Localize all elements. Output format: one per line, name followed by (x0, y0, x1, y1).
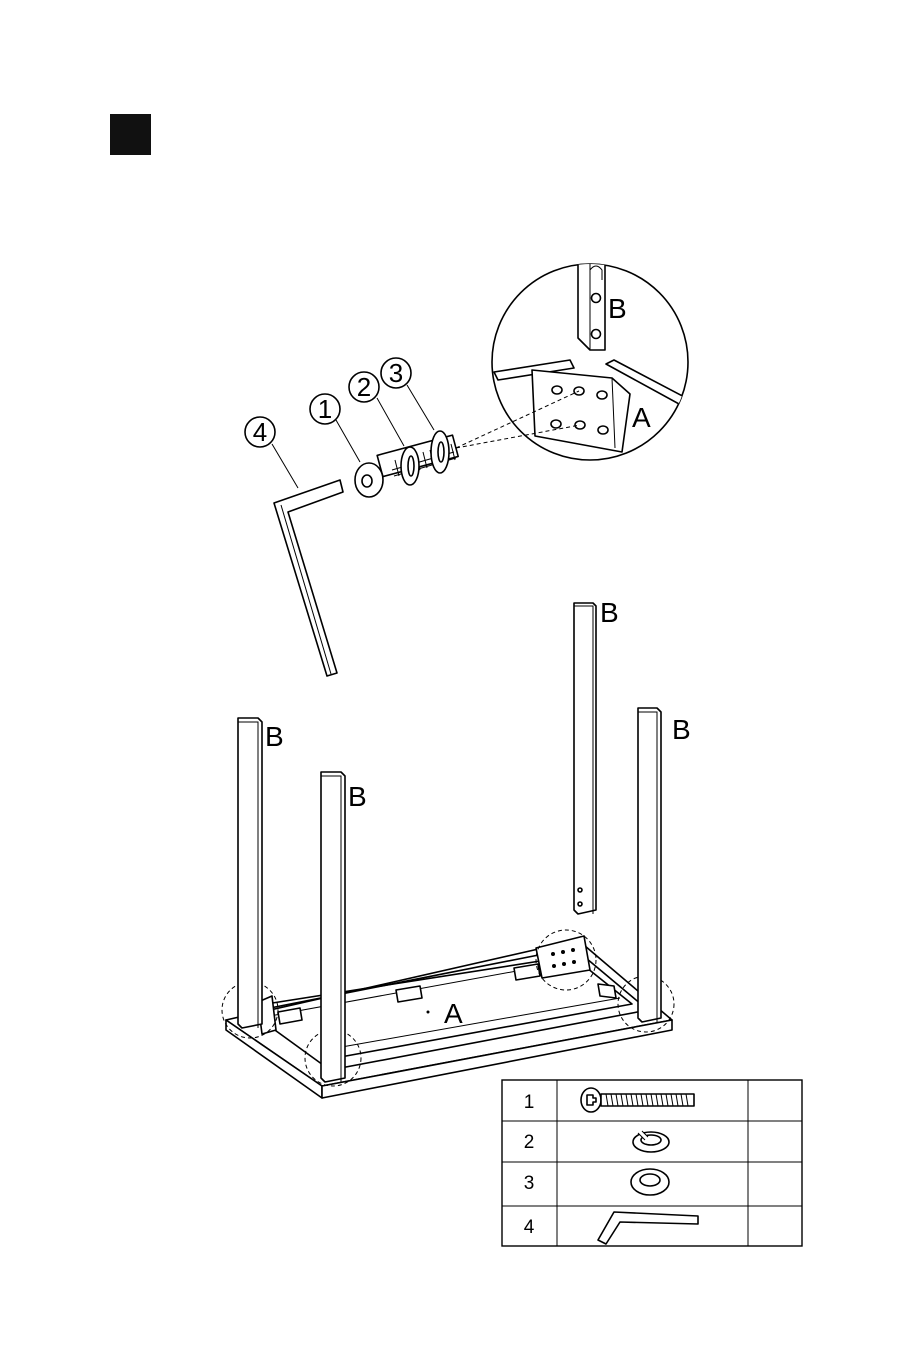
allen-key (274, 480, 343, 676)
svg-text:1: 1 (318, 394, 332, 424)
label-leg-1: B (265, 721, 284, 752)
parts-row-1-num: 1 (524, 1092, 535, 1113)
parts-row-3-num: 3 (524, 1173, 535, 1194)
label-frame: A (444, 998, 463, 1029)
leg-back-right: B (638, 708, 691, 1022)
svg-text:4: 4 (253, 417, 267, 447)
leg-back-left: B (238, 718, 284, 1028)
callout-4: 4 (245, 417, 298, 488)
svg-text:3: 3 (389, 358, 403, 388)
parts-table: 1 2 3 4 (502, 1080, 802, 1246)
label-leg-2: B (348, 781, 367, 812)
label-leg-3: B (600, 597, 619, 628)
table-frame: A (222, 930, 674, 1098)
parts-row-2-num: 2 (524, 1132, 535, 1153)
step-marker (110, 114, 151, 155)
label-leg-detail: B (608, 293, 627, 324)
flat-washer-icon (631, 1169, 669, 1195)
leg-raised: B (574, 597, 619, 914)
svg-text:2: 2 (357, 372, 371, 402)
callout-1: 1 (310, 394, 360, 462)
detail-magnifier: B A (492, 262, 690, 460)
label-frame-detail: A (632, 402, 651, 433)
spring-washer-icon (633, 1131, 669, 1152)
parts-row-4-num: 4 (524, 1217, 535, 1238)
label-leg-4: B (672, 714, 691, 745)
